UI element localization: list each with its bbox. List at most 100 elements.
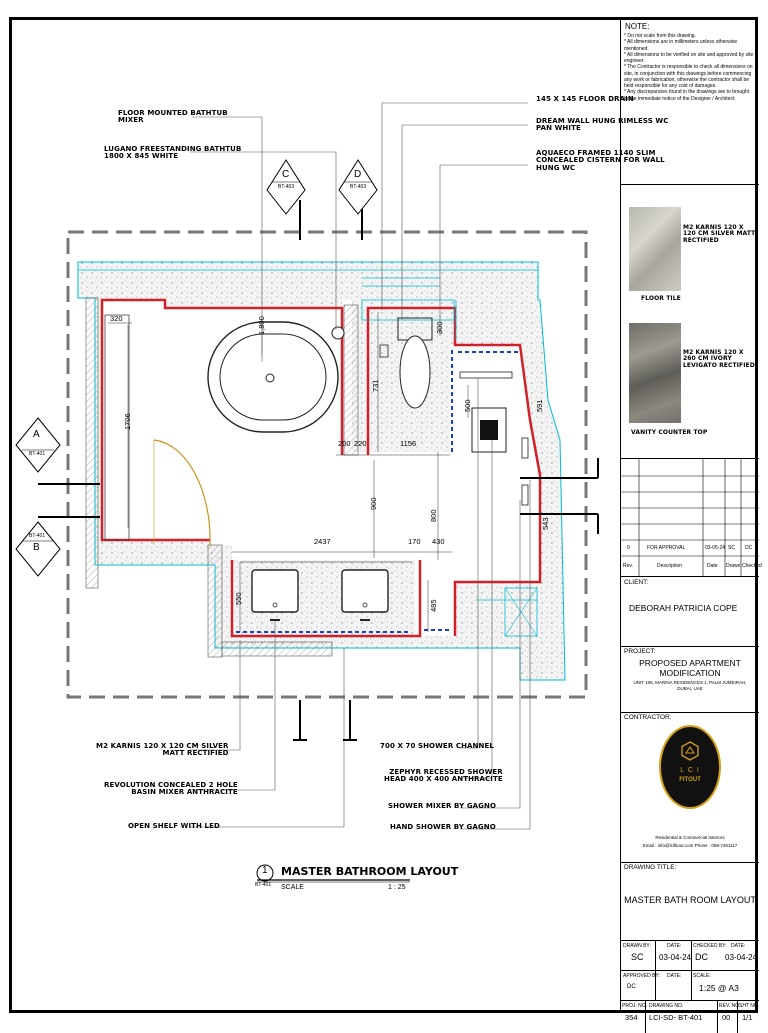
plan-title: MASTER BATHROOM LAYOUT — [281, 865, 459, 878]
dim-1706: 1706 — [123, 413, 132, 430]
project-address-2: DUBAI, UAE — [677, 686, 703, 692]
wall-vanity-left — [207, 544, 223, 658]
contractor-panel: CONTRACTOR: L C I FITOUT Residential & C… — [621, 713, 759, 863]
contractor-contact: Email : info@lcifitout.com Phone : 058-7… — [642, 843, 738, 848]
scale-value: 1:25 @ A3 — [699, 983, 739, 993]
callout-shower-channel: 700 X 70 SHOWER CHANNEL — [380, 742, 494, 750]
dim-320: 320 — [110, 314, 123, 323]
callout-cistern: AQUAECO FRAMED 1140 SLIM CONCEALED CISTE… — [536, 149, 665, 172]
boundary-outline — [66, 230, 588, 699]
lci-logo: L C I FITOUT — [659, 725, 721, 809]
bath-drain — [265, 373, 275, 383]
drawn-by: SC — [631, 952, 644, 962]
title-marker — [256, 864, 274, 882]
plan-title-ref: BT-401 — [255, 882, 272, 888]
callout-open-shelf: OPEN SHELF WITH LED — [128, 822, 220, 830]
section-marker-d — [338, 159, 378, 215]
rev-row-checked: DC — [745, 545, 753, 551]
wall-left — [85, 297, 99, 589]
callout-bath-mixer: FLOOR MOUNTED BATHTUB MIXER — [118, 109, 228, 125]
callout-bathtub: LUGANO FREESTANDING BATHTUB 1800 X 845 W… — [104, 145, 242, 161]
section-c-letter: C — [282, 169, 290, 180]
checked-date: 03-04-24 — [725, 953, 758, 962]
scale-label: SCALE: — [693, 973, 711, 979]
dim-543: 543 — [541, 517, 550, 530]
title-block: NOTE: * Do not scale from this drawing. … — [620, 20, 762, 1033]
sht-no-label: SHT NO. — [739, 1003, 760, 1009]
client-label: CLIENT: — [624, 579, 649, 586]
counter-top-name: VANITY COUNTER TOP — [631, 429, 708, 436]
drawn-by-label: DRAWN BY: — [623, 943, 651, 949]
floor-tile-name: FLOOR TILE — [641, 295, 681, 302]
plan-scale-value: 1 : 25 — [388, 884, 406, 891]
bath-mixer — [331, 326, 345, 340]
checked-by-label: CHECKED BY: — [693, 943, 727, 949]
dim-731: 731 — [371, 379, 380, 392]
counter-top-desc: M2 KARNIS 120 X 260 CM IVORY LEVIGATO RE… — [683, 349, 755, 369]
callout-shower-mixer: SHOWER MIXER BY GAGNO — [388, 802, 497, 810]
materials-panel: M2 KARNIS 120 X 120 CM SILVER MATT RECTI… — [621, 185, 759, 459]
drawing-title-label: DRAWING TITLE: — [624, 864, 677, 871]
approved-by-label: APPROVED BY: — [623, 973, 660, 979]
note-5: * Any discrepancies found in the drawing… — [624, 89, 750, 102]
section-a-ref: BT-401 — [29, 451, 46, 457]
dim-430: 430 — [432, 537, 445, 546]
dim-200: 200 — [338, 439, 351, 448]
plan-scale-label: SCALE — [281, 884, 304, 891]
checked-date-label: DATE: — [731, 943, 746, 949]
dim-550: 550 — [234, 592, 243, 605]
logo-text-fitout: FITOUT — [679, 777, 701, 783]
drawn-date: 03-04-24 — [659, 953, 692, 962]
dim-485: 485 — [429, 599, 438, 612]
wall-wc-left — [343, 304, 359, 456]
counter-top-swatch — [629, 323, 681, 423]
section-b-letter: B — [33, 542, 40, 553]
approved-date-label: DATE: — [667, 973, 682, 979]
bathtub — [207, 321, 339, 433]
contractor-label: CONTRACTOR: — [624, 714, 672, 721]
section-marker-c — [266, 159, 306, 215]
proj-no: 354 — [625, 1013, 638, 1022]
project-title-2: MODIFICATION — [659, 668, 721, 679]
rev-header-desc: Description — [657, 563, 683, 569]
drawing-title-value: MASTER BATH ROOM LAYOUT — [624, 895, 756, 905]
client-name: DEBORAH PATRICIA COPE — [629, 603, 738, 613]
callout-hand-shower: HAND SHOWER BY GAGNO — [390, 823, 496, 831]
floor-tile-swatch — [629, 207, 681, 291]
dim-2437: 2437 — [314, 537, 331, 546]
section-d-ref: BT-403 — [350, 184, 367, 190]
sht-no: 1/1 — [742, 1013, 753, 1022]
wc-pan — [399, 335, 431, 409]
dim-800: 800 — [429, 509, 438, 522]
plan-title-number: 1 — [262, 865, 268, 876]
door-swing — [153, 439, 211, 546]
section-c-ref: BT-403 — [278, 184, 295, 190]
revision-table: 0 FOR APPROVAL 03-05-24 SC DC Rev. Descr… — [621, 459, 762, 577]
callout-shower-head: ZEPHYR RECESSED SHOWER HEAD 400 X 400 AN… — [384, 768, 503, 784]
rev-row-drawn: SC — [728, 545, 735, 551]
section-d-letter: D — [354, 169, 362, 180]
dim-220: 220 — [354, 439, 367, 448]
basin-left — [251, 569, 299, 613]
project-label: PROJECT: — [624, 648, 656, 655]
note-3: * All dimensions to be verified on site … — [624, 51, 754, 64]
note-1: * Do not scale from this drawing. — [624, 33, 696, 39]
notes-panel: NOTE: * Do not scale from this drawing. … — [621, 20, 759, 185]
checked-by: DC — [695, 952, 708, 962]
section-b-ref: BT-401 — [29, 533, 46, 539]
ledge — [104, 314, 130, 541]
logo-text-lci: L C I — [680, 767, 700, 774]
section-marker-b — [15, 521, 61, 577]
drawing-title-panel: DRAWING TITLE: MASTER BATH ROOM LAYOUT — [621, 863, 759, 941]
rev-no-label: REV. NO. — [719, 1003, 741, 1009]
shower-channel — [459, 371, 513, 379]
basin-right — [341, 569, 389, 613]
callout-wall-tile: M2 KARNIS 120 X 120 CM SILVER MATT RECTI… — [96, 742, 229, 758]
dim-170: 170 — [408, 537, 421, 546]
sign-row-1: DRAWN BY: SC DATE: 03-04-24 CHECKED BY: … — [621, 941, 759, 971]
callout-wc: DREAM WALL HUNG RIMLESS WC PAN WHITE — [536, 117, 669, 133]
drawn-date-label: DATE: — [667, 943, 682, 949]
rev-header-checked: Checked — [742, 563, 762, 569]
client-panel: CLIENT: DEBORAH PATRICIA COPE — [621, 577, 759, 647]
callout-basin-mixer: REVOLUTION CONCEALED 2 HOLE BASIN MIXER … — [104, 781, 238, 797]
